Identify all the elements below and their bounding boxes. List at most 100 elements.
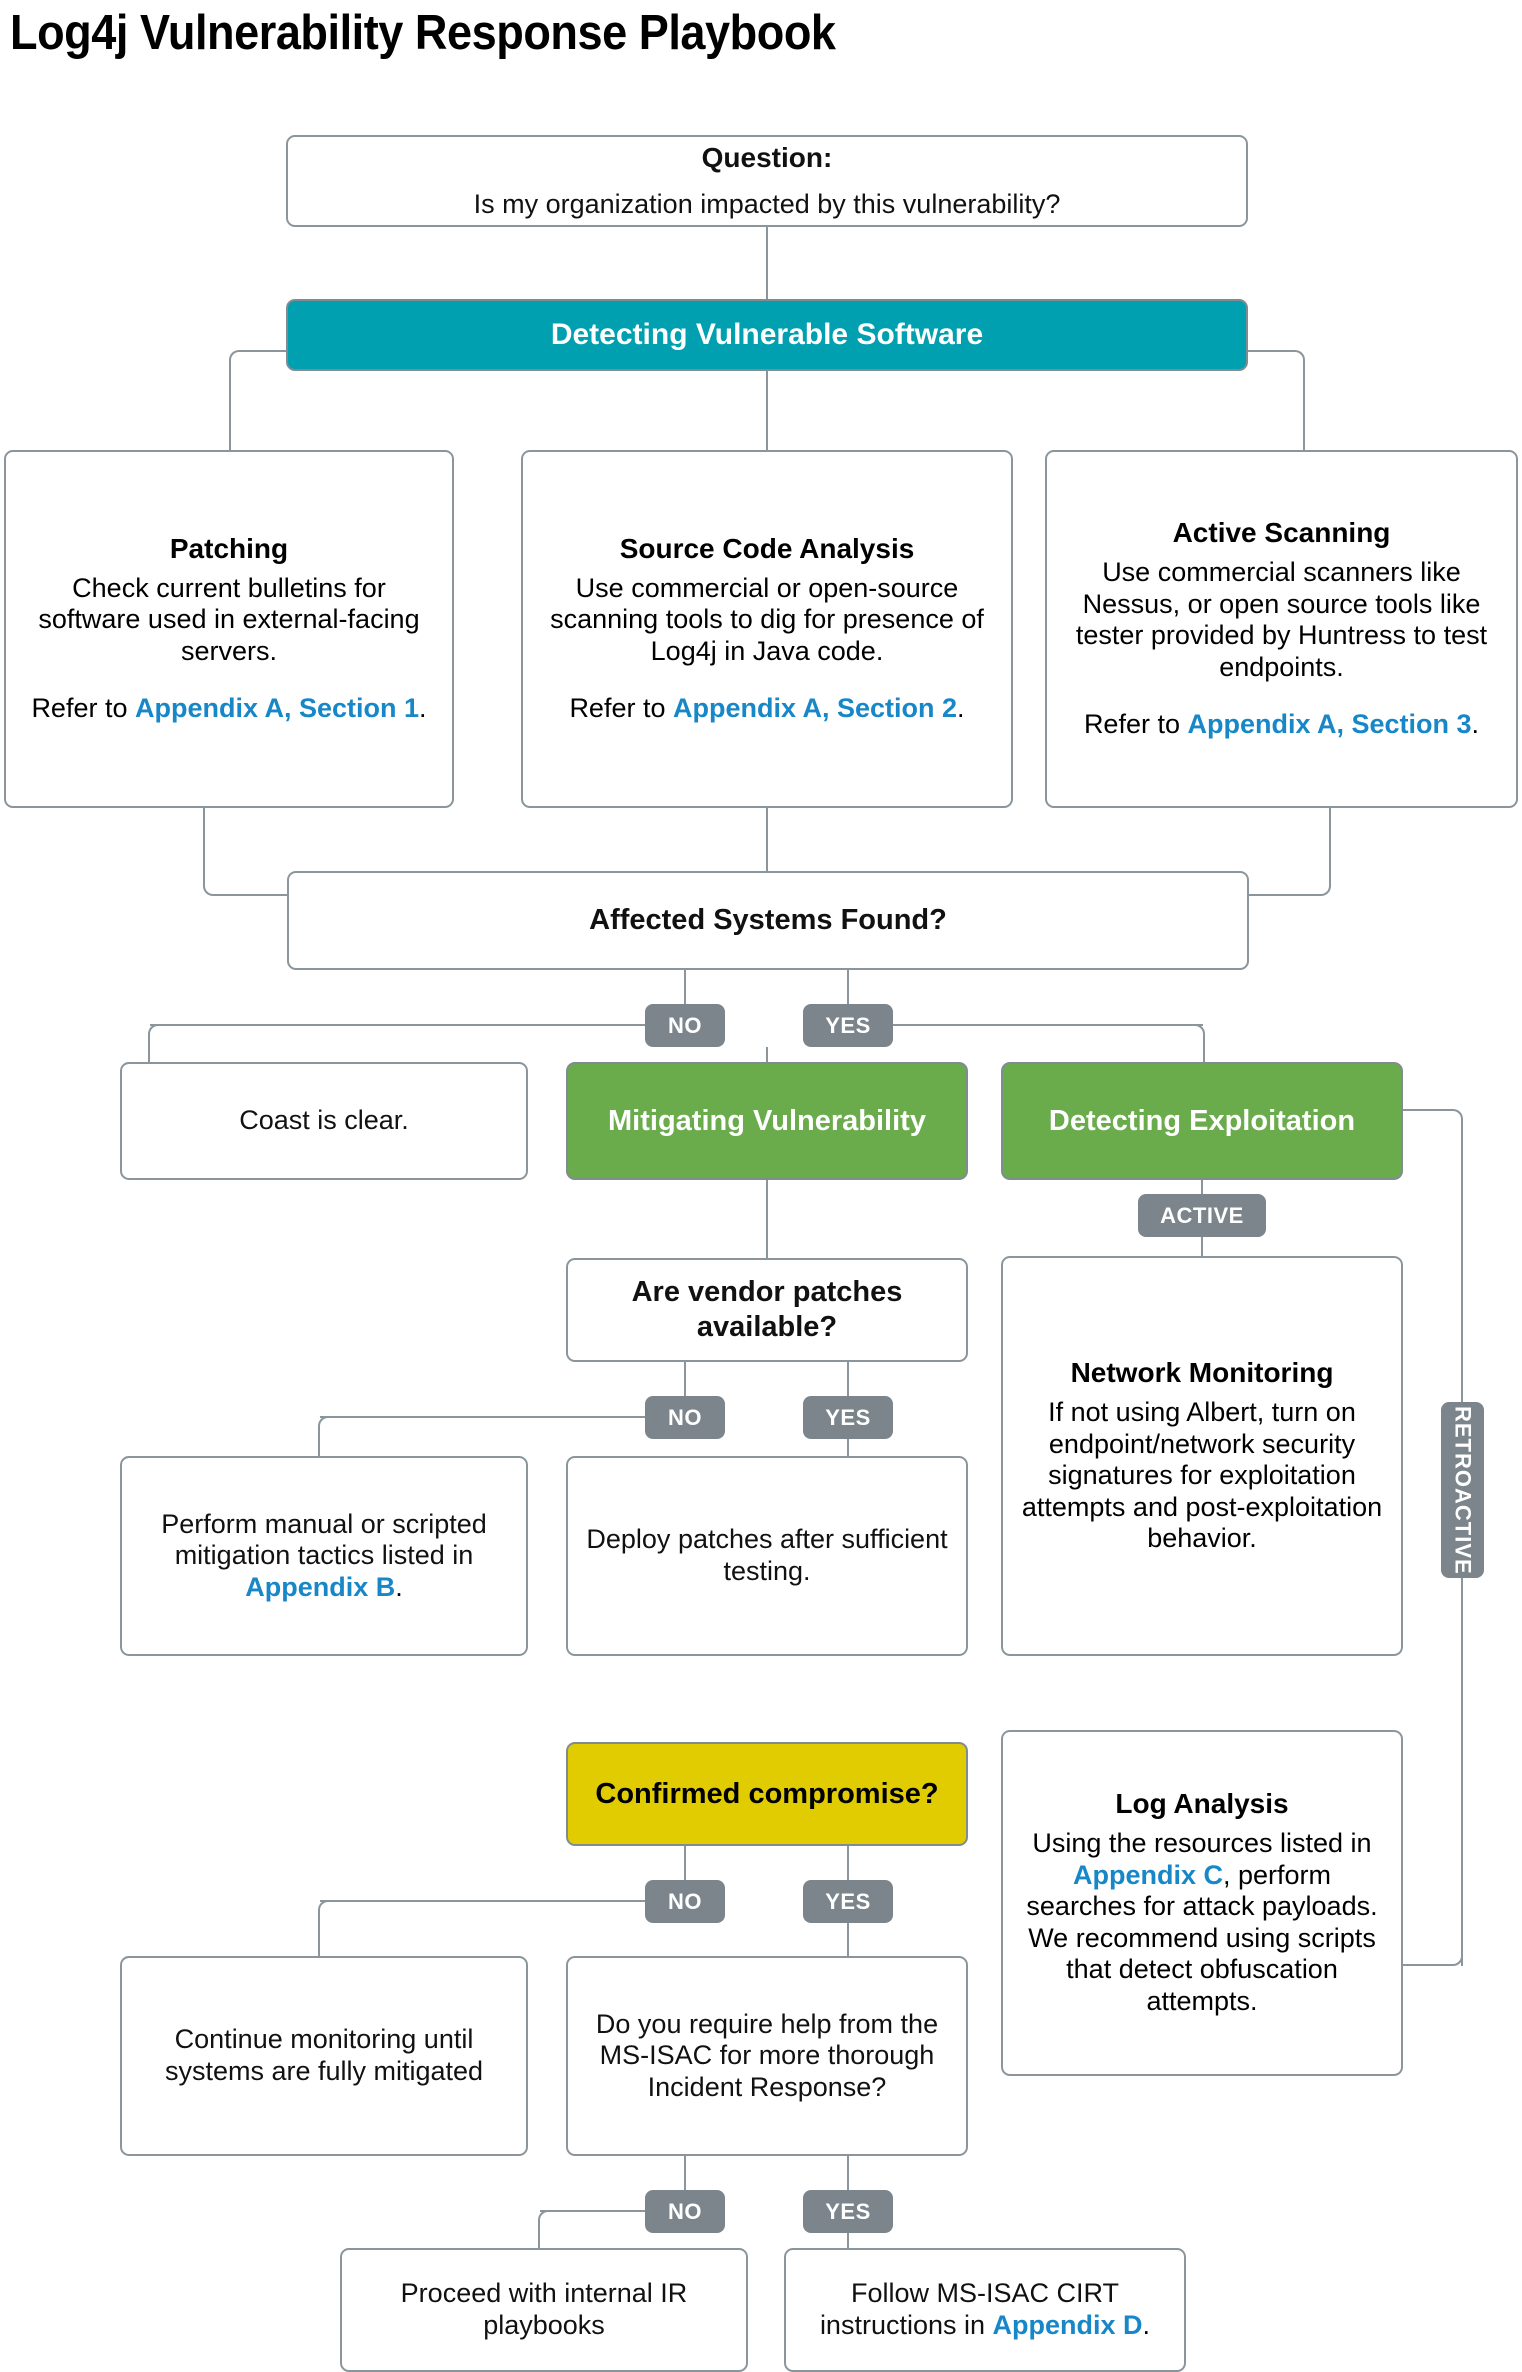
node-coast-is-clear: Coast is clear. xyxy=(120,1062,528,1180)
badge-help-yes: YES xyxy=(803,2190,893,2233)
badge-compromise-no-label: NO xyxy=(668,1888,702,1914)
connector-compromise-no-stub xyxy=(684,1846,686,1886)
manual-mitigation-body: Perform manual or scripted mitigation ta… xyxy=(161,1508,487,1602)
source-code-analysis-refer: Refer to Appendix A, Section 2. xyxy=(569,693,965,724)
appendix-a-section-2-link[interactable]: Appendix A, Section 2 xyxy=(672,693,958,724)
follow-cirt-body: Follow MS-ISAC CIRT instructions in Appe… xyxy=(819,2278,1151,2340)
connector-detecting-right-elbow xyxy=(1245,350,1305,460)
node-follow-cirt: Follow MS-ISAC CIRT instructions in Appe… xyxy=(784,2248,1186,2372)
badge-affected-no-label: NO xyxy=(668,1012,702,1038)
node-confirmed-compromise: Confirmed compromise? xyxy=(566,1742,968,1846)
connector-vendor-yes-stub xyxy=(847,1362,849,1402)
node-manual-mitigation: Perform manual or scripted mitigation ta… xyxy=(120,1456,528,1656)
question-text: Is my organization impacted by this vuln… xyxy=(473,188,1061,219)
appendix-c-link[interactable]: Appendix C xyxy=(1072,1859,1223,1890)
patching-heading: Patching xyxy=(169,532,289,564)
badge-active: ACTIVE xyxy=(1138,1194,1266,1237)
badge-vendor-patches-no-label: NO xyxy=(668,1404,702,1430)
node-deploy-patches: Deploy patches after sufficient testing. xyxy=(566,1456,968,1656)
deploy-patches-label: Deploy patches after sufficient testing. xyxy=(586,1524,948,1586)
node-require-help: Do you require help from the MS-ISAC for… xyxy=(566,1956,968,2156)
connector-vendor-no-stub xyxy=(684,1362,686,1402)
connector-help-yes-down xyxy=(847,2233,849,2262)
question-lead: Question: xyxy=(701,141,833,173)
badge-vendor-patches-no: NO xyxy=(645,1396,725,1439)
node-affected-systems-found: Affected Systems Found? xyxy=(287,871,1249,970)
node-question: Question: Is my organization impacted by… xyxy=(286,135,1248,227)
connector-detecting-to-source-code xyxy=(766,371,768,460)
log-analysis-body: Using the resources listed in Appendix C… xyxy=(1026,1828,1378,2017)
badge-retroactive: RETROACTIVE xyxy=(1441,1402,1484,1578)
connector-affected-no-horizontal xyxy=(150,1024,648,1026)
connector-question-to-detecting xyxy=(766,227,768,299)
connector-affected-yes-horizontal xyxy=(888,1024,1203,1026)
source-code-analysis-heading: Source Code Analysis xyxy=(619,532,915,564)
node-mitigating-vulnerability: Mitigating Vulnerability xyxy=(566,1062,968,1180)
connector-affected-no-stub xyxy=(684,970,686,1010)
badge-vendor-patches-yes: YES xyxy=(803,1396,893,1439)
node-continue-monitoring: Continue monitoring until systems are fu… xyxy=(120,1956,528,2156)
connector-retroactive-top-elbow xyxy=(1403,1109,1463,1169)
node-network-monitoring: Network Monitoring If not using Albert, … xyxy=(1001,1256,1403,1656)
badge-affected-yes: YES xyxy=(803,1004,893,1047)
appendix-b-link[interactable]: Appendix B xyxy=(245,1571,396,1602)
badge-help-no: NO xyxy=(645,2190,725,2233)
mitigating-vulnerability-label: Mitigating Vulnerability xyxy=(608,1104,926,1137)
connector-mitigating-to-vendor-patches xyxy=(766,1180,768,1258)
node-vendor-patches-available: Are vendor patches available? xyxy=(566,1258,968,1362)
network-monitoring-body: If not using Albert, turn on endpoint/ne… xyxy=(1021,1396,1383,1554)
active-scanning-body: Use commercial scanners like Nessus, or … xyxy=(1075,556,1488,682)
connector-compromise-yes-down xyxy=(847,1923,849,1956)
connector-active-scanning-to-affected xyxy=(1241,808,1331,896)
internal-ir-playbooks-label: Proceed with internal IR playbooks xyxy=(400,2278,688,2340)
page-title: Log4j Vulnerability Response Playbook xyxy=(10,6,836,60)
connector-patching-to-affected xyxy=(203,808,293,896)
connector-vendor-no-elbow xyxy=(318,1416,348,1472)
node-log-analysis: Log Analysis Using the resources listed … xyxy=(1001,1730,1403,2076)
source-code-analysis-body: Use commercial or open-source scanning t… xyxy=(550,572,984,666)
connector-retroactive-bottom-elbow xyxy=(1403,1906,1463,1966)
detecting-exploitation-label: Detecting Exploitation xyxy=(1048,1104,1356,1137)
node-source-code-analysis: Source Code Analysis Use commercial or o… xyxy=(521,450,1013,808)
connector-help-yes-stub xyxy=(847,2156,849,2196)
patching-refer: Refer to Appendix A, Section 1. xyxy=(31,693,427,724)
node-internal-ir-playbooks: Proceed with internal IR playbooks xyxy=(340,2248,748,2372)
require-help-label: Do you require help from the MS-ISAC for… xyxy=(595,2008,939,2102)
badge-affected-no: NO xyxy=(645,1004,725,1047)
connector-affected-yes-stub xyxy=(847,970,849,1010)
badge-retroactive-label: RETROACTIVE xyxy=(1450,1405,1476,1575)
appendix-a-section-1-link[interactable]: Appendix A, Section 1 xyxy=(134,693,420,724)
node-active-scanning: Active Scanning Use commercial scanners … xyxy=(1045,450,1518,808)
node-detecting-vulnerable-software: Detecting Vulnerable Software xyxy=(286,299,1248,371)
badge-active-label: ACTIVE xyxy=(1160,1202,1244,1228)
confirmed-compromise-label: Confirmed compromise? xyxy=(595,1777,939,1810)
badge-help-yes-label: YES xyxy=(825,2198,871,2224)
patching-body: Check current bulletins for software use… xyxy=(38,572,420,666)
badge-affected-yes-label: YES xyxy=(825,1012,871,1038)
node-detecting-exploitation: Detecting Exploitation xyxy=(1001,1062,1403,1180)
active-scanning-refer: Refer to Appendix A, Section 3. xyxy=(1083,709,1480,740)
appendix-a-section-3-link[interactable]: Appendix A, Section 3 xyxy=(1187,709,1472,740)
connector-compromise-yes-stub xyxy=(847,1846,849,1886)
badge-compromise-yes-label: YES xyxy=(825,1888,871,1914)
coast-is-clear-label: Coast is clear. xyxy=(239,1105,409,1136)
connector-detecting-left-elbow xyxy=(229,350,289,460)
network-monitoring-heading: Network Monitoring xyxy=(1070,1357,1334,1389)
connector-vendor-no-horizontal xyxy=(320,1416,648,1418)
appendix-d-link[interactable]: Appendix D xyxy=(992,2310,1143,2340)
connector-affected-yes-elbow xyxy=(1175,1024,1205,1078)
detecting-vulnerable-software-label: Detecting Vulnerable Software xyxy=(550,318,984,352)
continue-monitoring-label: Continue monitoring until systems are fu… xyxy=(164,2024,484,2086)
node-patching: Patching Check current bulletins for sof… xyxy=(4,450,454,808)
badge-compromise-no: NO xyxy=(645,1880,725,1923)
connector-compromise-no-horizontal xyxy=(320,1900,648,1902)
badge-compromise-yes: YES xyxy=(803,1880,893,1923)
active-scanning-heading: Active Scanning xyxy=(1172,517,1391,549)
badge-help-no-label: NO xyxy=(668,2198,702,2224)
connector-help-no-stub xyxy=(684,2156,686,2196)
connector-vendor-yes-down xyxy=(847,1439,849,1472)
connector-affected-no-elbow xyxy=(148,1024,178,1078)
connector-help-no-horizontal xyxy=(540,2210,648,2212)
connector-source-code-to-affected xyxy=(766,808,768,871)
log-analysis-heading: Log Analysis xyxy=(1115,1788,1289,1820)
